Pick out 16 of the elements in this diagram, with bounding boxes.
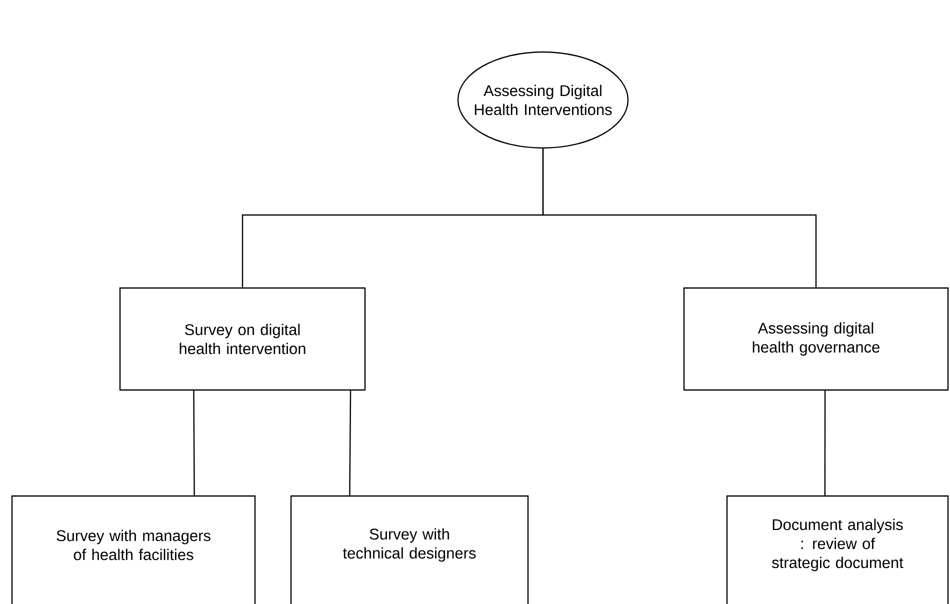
connector-line: [542, 148, 817, 288]
node-label: Assessing Digital Health Interventions: [474, 84, 612, 116]
connector-line: [193, 390, 195, 496]
ellipse-node: [457, 51, 629, 149]
connector-line: [824, 390, 826, 496]
process-box: [683, 287, 949, 391]
node-label: Survey with technical designers: [342, 528, 476, 562]
node-label: Document analysis : review of strategic document: [772, 518, 904, 572]
connector-line: [349, 390, 352, 496]
process-box: [119, 287, 366, 391]
node-label: Assessing digital health governance: [752, 322, 880, 356]
process-box: [290, 495, 529, 604]
node-label: Survey with managers of health facilities: [56, 530, 210, 560]
process-box: [726, 495, 949, 604]
node-label: Survey on digital health intervention: [180, 324, 306, 354]
process-box: [11, 495, 256, 604]
